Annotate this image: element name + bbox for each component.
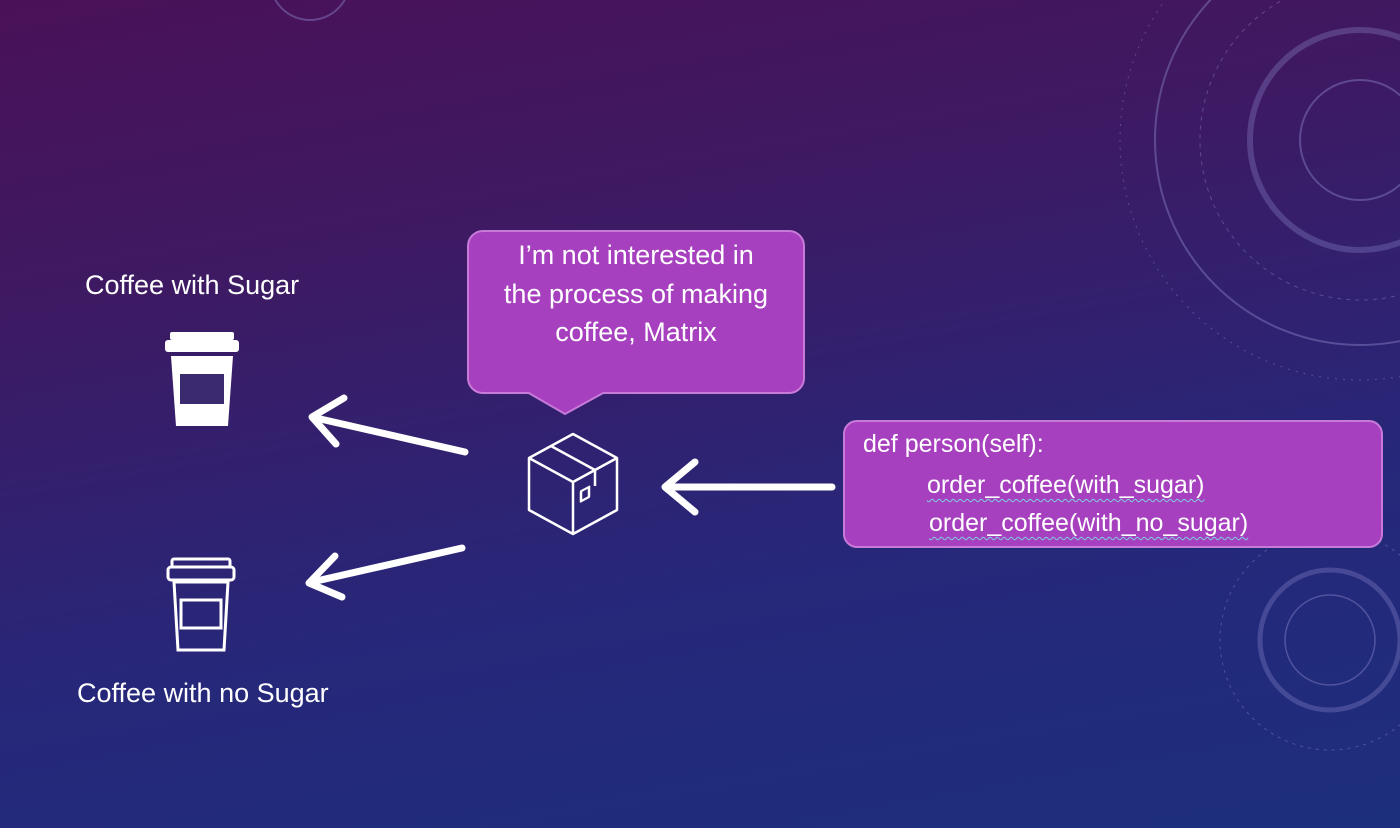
code-line-1: def person(self): — [863, 430, 1044, 458]
code-function-name: order_coffee — [929, 509, 1069, 537]
arrow-to-coffee-with-no-sugar — [305, 544, 466, 601]
code-function-name: order_coffee — [927, 471, 1067, 499]
speech-bubble: I’m not interested in the process of mak… — [467, 230, 805, 394]
code-block: def person(self): order_coffee(with_suga… — [843, 420, 1383, 548]
bubble-line-3: coffee, Matrix — [555, 317, 717, 347]
code-line-2: order_coffee(with_sugar) — [927, 471, 1204, 500]
code-line-3: order_coffee(with_no_sugar) — [929, 509, 1248, 538]
bubble-line-2: the process of making — [503, 279, 769, 309]
package-box-icon — [527, 432, 619, 536]
code-args: (with_sugar) — [1066, 471, 1205, 499]
coffee-cup-filled-icon — [165, 332, 239, 426]
coffee-cup-outline-icon — [166, 557, 236, 652]
bubble-line-1: I’m not interested in — [518, 240, 754, 270]
speech-bubble-tail — [526, 392, 606, 416]
coffee-with-sugar-label: Coffee with Sugar — [85, 270, 300, 300]
arrow-from-code-to-box — [661, 458, 836, 516]
code-args: (with_no_sugar) — [1068, 509, 1249, 537]
coffee-with-no-sugar-label: Coffee with no Sugar — [77, 678, 329, 708]
arrow-to-coffee-with-sugar — [308, 394, 469, 456]
